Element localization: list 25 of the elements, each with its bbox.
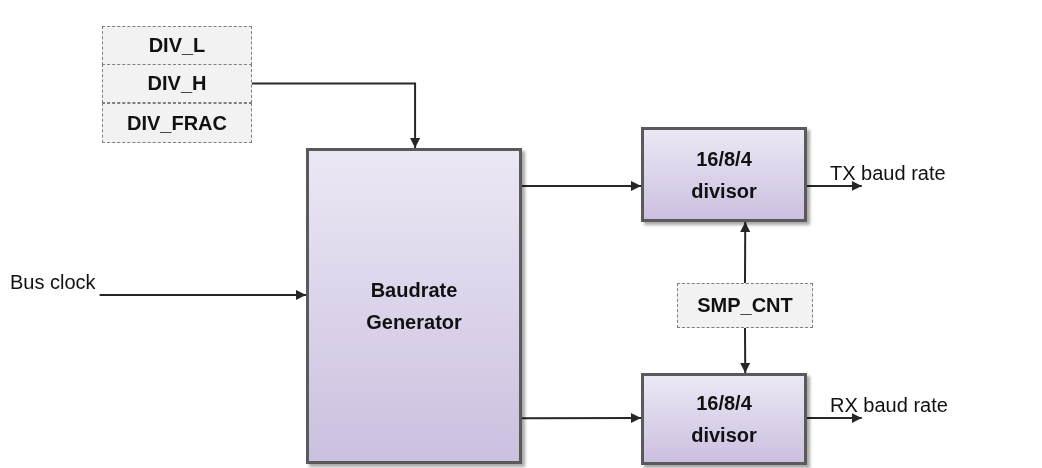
arrow — [521, 180, 642, 191]
block-title: 16/8/4 divisor — [690, 391, 758, 448]
register-name: DIV_H — [147, 71, 207, 96]
arrow — [740, 327, 751, 374]
arrow — [806, 181, 863, 191]
arrow — [740, 221, 751, 284]
signal-name: RX baud rate — [830, 393, 948, 418]
generator-block — [306, 148, 522, 464]
signal-name: Bus clock — [10, 270, 96, 295]
register-box — [102, 64, 252, 103]
arrow — [251, 82, 421, 149]
arrow — [98, 289, 307, 300]
register-name: DIV_L — [148, 33, 206, 58]
block-title: Baudrate Generator — [365, 278, 463, 335]
divisor-block — [641, 373, 807, 465]
register-name: SMP_CNT — [697, 293, 793, 318]
register-name: DIV_FRAC — [127, 110, 227, 136]
register-box — [102, 103, 252, 143]
register-box — [102, 26, 252, 65]
signal-name: TX baud rate — [830, 161, 946, 186]
arrow — [806, 413, 863, 423]
block-title: 16/8/4 divisor — [690, 146, 758, 204]
register-box — [677, 283, 813, 328]
divisor-block — [641, 127, 807, 222]
arrow — [521, 413, 642, 423]
